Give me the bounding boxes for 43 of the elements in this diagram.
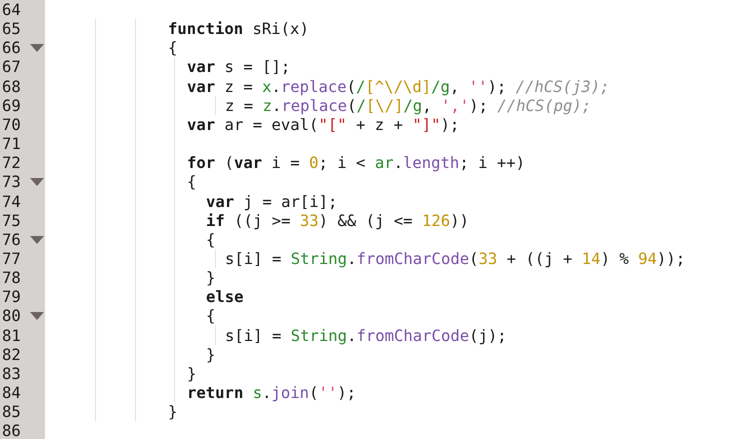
code-line: {: [187, 172, 196, 192]
line-number: 79: [2, 287, 21, 308]
line-number: 82: [2, 344, 21, 365]
line-number: 76: [2, 230, 21, 250]
line-number: 64: [2, 0, 21, 20]
code-line: for (var i = 0; i < ar.length; i ++): [187, 153, 526, 174]
line-number: 85: [2, 402, 21, 422]
code-line: var ar = eval("[" + z + "]");: [187, 114, 460, 135]
code-line: if ((j >= 33) && (j <= 126)): [206, 210, 469, 231]
line-number: 70: [2, 114, 21, 135]
line-number: 80: [2, 306, 21, 326]
code-line: s[i] = String.fromCharCode(j);: [225, 326, 507, 346]
line-number: 81: [2, 326, 21, 346]
code-line: {: [206, 230, 216, 250]
code-line: else: [206, 287, 244, 308]
line-number: 73: [2, 172, 21, 192]
code-line: }: [168, 402, 178, 422]
code-line: {: [206, 306, 216, 326]
code-line: s[i] = String.fromCharCode(33 + ((j + 14) % 94));: [225, 248, 686, 269]
code-line: {: [168, 38, 178, 58]
line-number: 75: [2, 210, 21, 231]
code-line: var s = [];: [187, 57, 290, 78]
code-line: function sRi(x): [168, 19, 309, 40]
code-line: }: [206, 268, 216, 288]
line-number: 86: [2, 421, 21, 439]
line-number: 71: [2, 134, 21, 154]
code-line: }: [187, 364, 196, 384]
code-line: return s.join('');: [187, 383, 356, 403]
line-number: 78: [2, 268, 21, 288]
line-number: 65: [2, 19, 21, 40]
line-number: 77: [2, 248, 21, 269]
line-number: 67: [2, 57, 21, 78]
line-number: 83: [2, 364, 21, 384]
code-line: z = z.replace(/[\/]/g, ','); //hCS(pg);: [225, 96, 592, 116]
line-number: 66: [2, 38, 21, 58]
line-number: 68: [2, 76, 21, 97]
line-number: 84: [2, 383, 21, 403]
line-number: 74: [2, 192, 21, 212]
code-line: var j = ar[i];: [206, 192, 338, 212]
code-line: }: [206, 344, 216, 365]
code-line: var z = x.replace(/[^\/\d]/g, ''); //hCS(j3);: [187, 76, 610, 97]
line-number: 69: [2, 96, 21, 116]
line-number: 72: [2, 153, 21, 174]
